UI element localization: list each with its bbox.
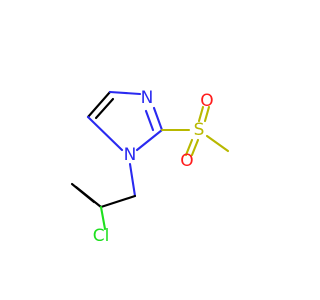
bond-s-methyl: [205, 134, 230, 153]
bond-s-o-lower: [184, 138, 194, 157]
atom-cl: Cl: [93, 226, 110, 246]
bond-n1-ch2: [128, 162, 137, 198]
bond-n1-c4: [86, 115, 124, 152]
atom-o-lower: O: [180, 151, 193, 171]
bond-c5-n3: [108, 90, 142, 96]
bond-n3-c2: [152, 106, 164, 132]
bond-ch2-c: [99, 194, 137, 209]
bond-c-ch2-terminal-double: [70, 182, 96, 204]
bond-s-o-upper-double: [203, 105, 211, 123]
bond-c4-c5: [86, 90, 112, 119]
molecule-diagram: N N S O O Cl: [70, 88, 230, 246]
atom-o-upper: O: [200, 91, 213, 111]
bond-c4-c5-double: [94, 97, 115, 120]
bonds: [70, 90, 230, 231]
atom-labels: N N S O O Cl: [93, 88, 214, 246]
structure-canvas: N N S O O Cl: [70, 88, 230, 246]
bond-s-o-lower-double: [190, 138, 200, 157]
bond-c-cl: [99, 205, 107, 231]
bond-c2-n1: [135, 128, 164, 152]
atom-n3: N: [141, 88, 154, 108]
atom-s: S: [194, 120, 205, 140]
bond-s-o-upper: [197, 105, 205, 123]
atom-n1: N: [124, 145, 137, 165]
bond-n3-c2-double: [144, 109, 155, 132]
